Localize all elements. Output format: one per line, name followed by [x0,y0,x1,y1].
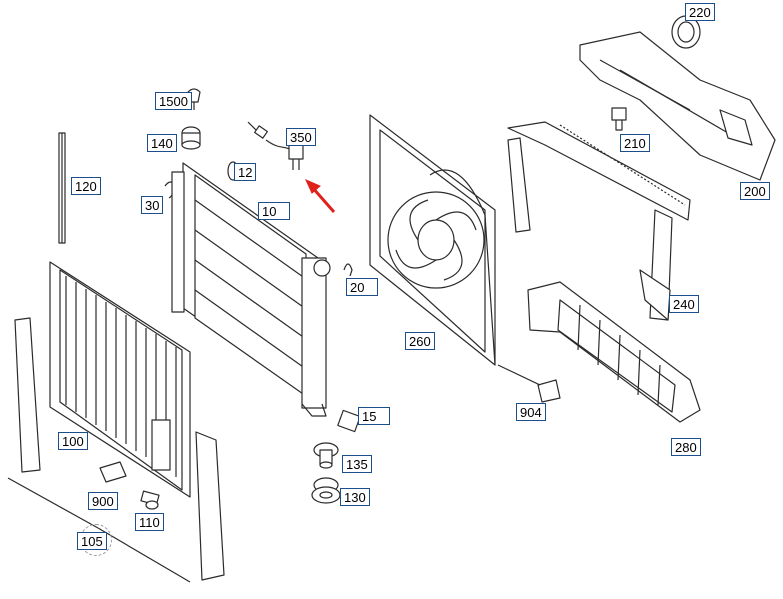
label-900: 900 [88,492,118,510]
part-900-pad [99,461,127,483]
part-100-condenser [49,261,191,498]
label-100: 100 [58,432,88,450]
label-904: 904 [516,403,546,421]
label-135: 135 [342,455,372,473]
part-130-cap [311,477,341,504]
label-15: 15 [358,407,390,425]
part-210-clip [611,107,627,131]
part-20-clip [343,263,353,277]
part-135-cap [313,442,339,469]
label-1500: 1500 [155,92,192,110]
part-200-air-guide [579,31,776,181]
label-20: 20 [346,278,378,296]
highlight-arrow [305,179,336,213]
label-240: 240 [669,295,699,313]
label-110: 110 [135,513,164,531]
part-240-frame [507,121,691,321]
part-260-fan-shroud [369,114,496,366]
part-110-sensor [140,490,160,510]
label-30: 30 [141,196,164,214]
label-220: 220 [685,3,715,21]
part-140-mount [181,126,201,150]
label-130: 130 [340,488,370,506]
label-260: 260 [405,332,435,350]
label-140: 140 [147,134,177,152]
part-120-rod [58,132,66,244]
label-200: 200 [740,182,770,200]
part-105-side-brackets [7,317,225,583]
part-280-lower-frame [527,281,701,423]
label-280: 280 [671,438,701,456]
part-15-connector [337,409,361,433]
part-10-radiator [171,162,331,417]
label-120: 120 [71,177,101,195]
label-210: 210 [620,134,650,152]
label-105: 105 [77,532,107,550]
label-12: 12 [234,163,257,181]
label-350: 350 [286,128,316,146]
label-10: 10 [258,202,290,220]
part-904-pad [537,379,561,403]
